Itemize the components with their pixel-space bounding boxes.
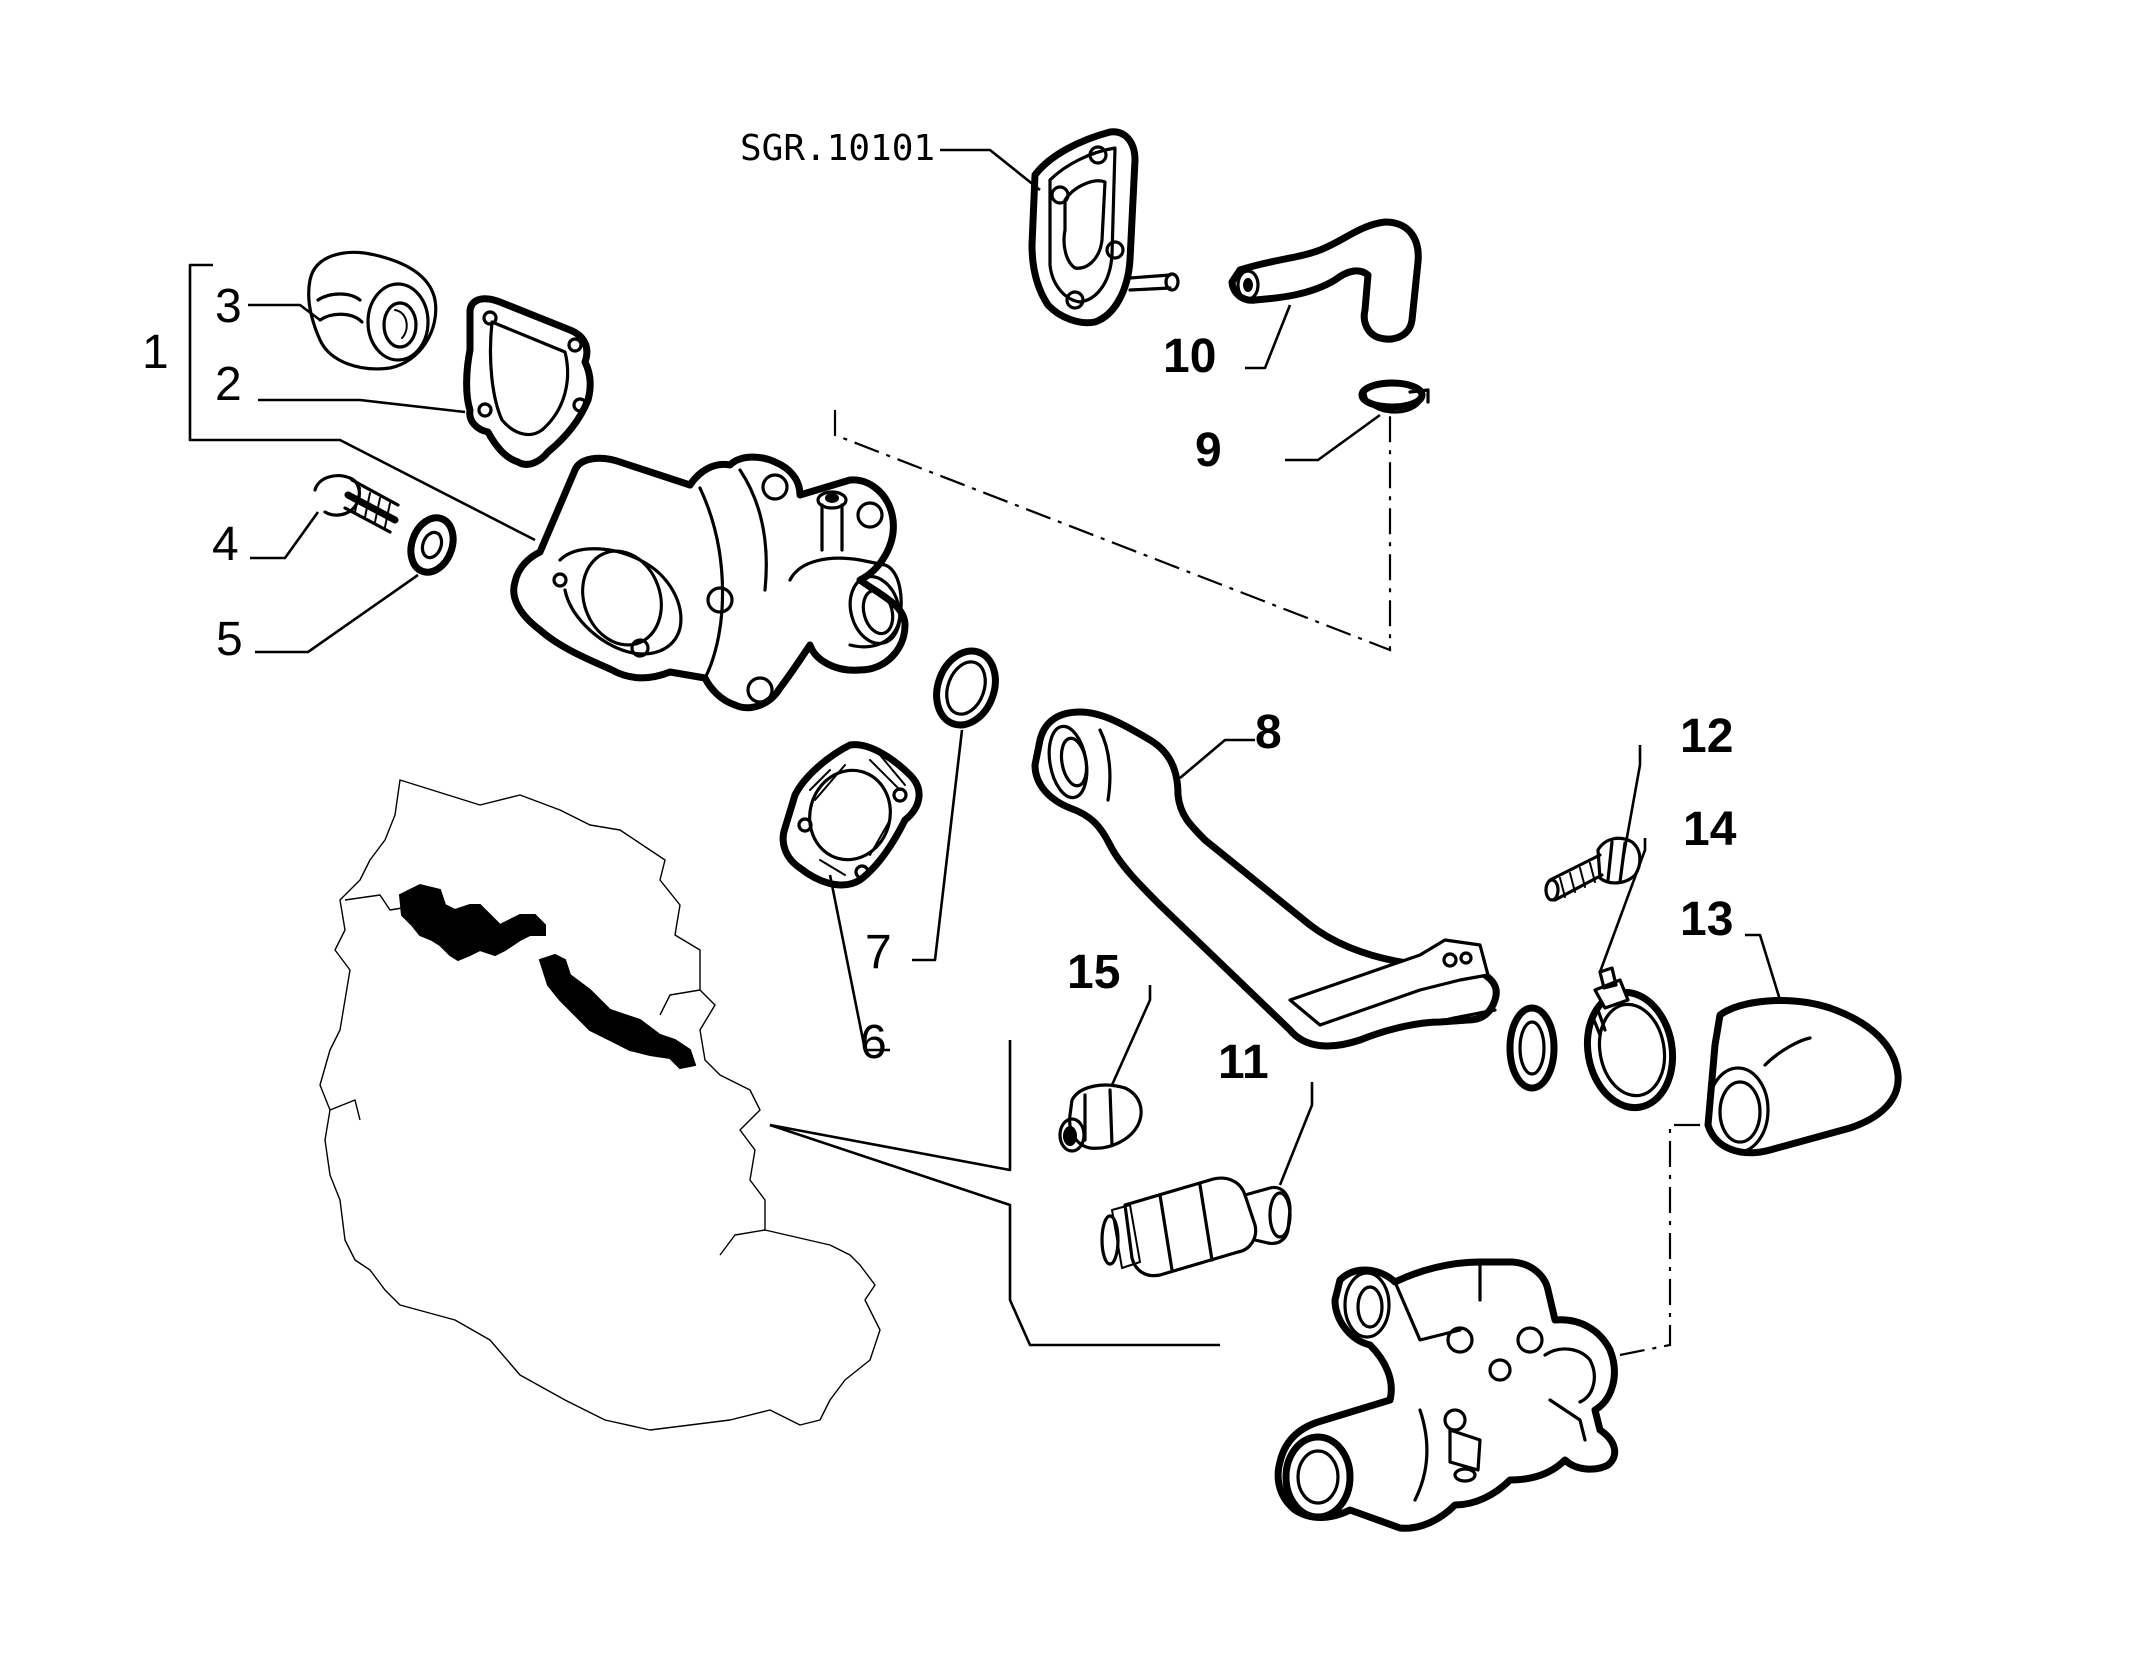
- reference-bracket: [1028, 128, 1180, 327]
- part-2-gasket: [463, 295, 594, 468]
- engine-outline: [319, 779, 881, 1431]
- label-3: 3: [215, 280, 242, 333]
- label-5: 5: [216, 613, 243, 666]
- label-7: 7: [865, 926, 892, 979]
- label-12: 12: [1680, 710, 1733, 763]
- labels: SGR.10101 1 2 3 4 5 6 7 8 9 10 11 12 13 …: [142, 128, 1737, 1089]
- part-3-cap: [307, 250, 438, 371]
- label-11: 11: [1218, 1036, 1269, 1089]
- part-6-flange-gasket: [779, 741, 923, 889]
- part-9-clamp: [1358, 379, 1430, 414]
- part-8-pipe: [1031, 708, 1558, 1092]
- label-2: 2: [215, 358, 242, 411]
- part-5-washer: [407, 514, 457, 576]
- reference-code: SGR.10101: [740, 128, 935, 169]
- label-15: 15: [1067, 946, 1120, 999]
- leader-lines: [248, 148, 1782, 1186]
- part-14-hose-clamp: [1583, 966, 1677, 1112]
- group-bracket: [188, 263, 536, 542]
- part-4-bolt: [313, 474, 400, 534]
- part-10-hose: [1228, 218, 1422, 343]
- part-11-temp-sensor: [1100, 1176, 1292, 1278]
- engine-connector-lines: [769, 1040, 1220, 1347]
- label-14: 14: [1683, 803, 1737, 856]
- label-8: 8: [1255, 706, 1282, 759]
- engine-highlight-parts: [398, 883, 697, 1070]
- part-1-pump-body: [510, 453, 909, 712]
- label-6: 6: [860, 1016, 887, 1069]
- reference-lines: [833, 410, 1700, 1357]
- label-1: 1: [142, 326, 169, 379]
- part-7-o-ring: [933, 647, 999, 729]
- thermostat-housing: [1274, 1258, 1619, 1532]
- part-15-plug: [1058, 1083, 1143, 1153]
- part-13-sleeve: [1704, 997, 1902, 1157]
- label-9: 9: [1195, 424, 1222, 477]
- label-10: 10: [1163, 330, 1216, 383]
- label-13: 13: [1680, 893, 1733, 946]
- label-4: 4: [212, 518, 239, 571]
